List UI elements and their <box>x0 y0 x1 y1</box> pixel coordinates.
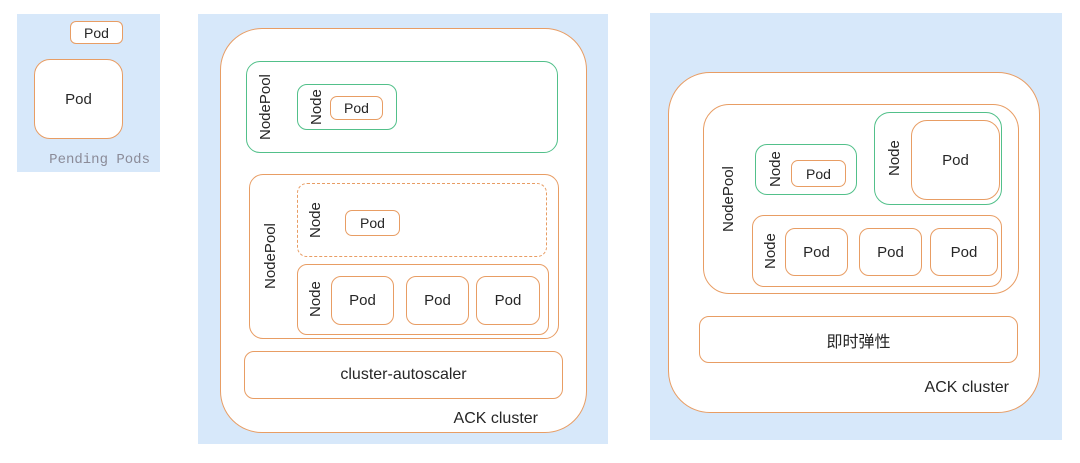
nodepool-orange-right-label: NodePool <box>720 166 737 232</box>
pending-pod-1: Pod <box>70 21 123 44</box>
node-static-left: Node Pod Pod Pod <box>297 264 549 335</box>
nodepool-orange-left: NodePool Node Pod Node Pod Pod <box>249 174 559 339</box>
pod-label: Pod <box>360 215 385 231</box>
pod-in-green-small: Pod <box>791 160 846 187</box>
pending-pods-label: Pending Pods <box>49 152 150 168</box>
cluster-autoscaler-label: cluster-autoscaler <box>340 366 467 383</box>
pod-label: Pod <box>65 90 92 108</box>
pod-row-right-2: Pod <box>859 228 922 276</box>
nodepool-orange-left-label: NodePool <box>262 223 279 290</box>
instant-elasticity-panel: ACK cluster NodePool Node Pod Node Pod <box>650 13 1062 440</box>
pod-label: Pod <box>349 292 376 309</box>
node-green-large-label: Node <box>886 140 903 177</box>
nodepool-orange-right: NodePool Node Pod Node Pod Node <box>703 104 1019 294</box>
ack-cluster-right: ACK cluster NodePool Node Pod Node Pod <box>668 72 1040 413</box>
pod-in-green-large: Pod <box>911 120 1000 200</box>
pod-label: Pod <box>84 24 109 41</box>
pod-label: Pod <box>877 243 904 261</box>
node-green: Node Pod <box>297 84 397 130</box>
node-dashed-label: Node <box>307 202 324 238</box>
ack-cluster-left: ACK cluster NodePool Node Pod NodePool N… <box>220 28 587 433</box>
nodepool-green: NodePool Node Pod <box>246 61 558 153</box>
node-static-left-label: Node <box>307 281 324 318</box>
pod-in-dashed-node: Pod <box>345 210 400 236</box>
node-static-right: Node Pod Pod Pod <box>752 215 1002 287</box>
instant-elasticity-label: 即时弹性 <box>826 333 891 351</box>
pod-label: Pod <box>344 100 369 116</box>
pod-label: Pod <box>424 292 451 309</box>
pod-row-right-1: Pod <box>785 228 848 276</box>
ack-cluster-right-label: ACK cluster <box>924 379 1009 396</box>
node-green-small: Node Pod <box>755 144 857 195</box>
pod-label: Pod <box>803 243 830 261</box>
cluster-autoscaler-box: cluster-autoscaler <box>244 351 563 399</box>
pod-label: Pod <box>494 292 522 309</box>
pod-row-right-3: Pod <box>930 228 998 276</box>
pending-pods-panel: Pod Pod Pending Pods <box>17 14 160 172</box>
pod-row-left-2: Pod <box>406 276 469 325</box>
nodepool-green-label: NodePool <box>257 74 274 140</box>
pod-label: Pod <box>942 151 969 169</box>
pod-row-left-1: Pod <box>331 276 394 325</box>
ack-cluster-left-label: ACK cluster <box>453 410 538 427</box>
node-dashed-scaling: Node Pod <box>297 183 547 257</box>
pod-label: Pod <box>806 165 831 182</box>
node-green-large: Node Pod <box>874 112 1002 205</box>
pending-pod-2: Pod <box>34 59 123 139</box>
pod-in-green-node: Pod <box>330 96 383 120</box>
node-green-label: Node <box>308 89 325 125</box>
node-green-small-label: Node <box>767 151 784 188</box>
cluster-autoscaler-panel: ACK cluster NodePool Node Pod NodePool N… <box>198 14 608 444</box>
pod-label: Pod <box>950 243 978 261</box>
pod-row-left-3: Pod <box>476 276 540 325</box>
instant-elasticity-box: 即时弹性 <box>699 316 1018 363</box>
node-static-right-label: Node <box>762 233 779 269</box>
